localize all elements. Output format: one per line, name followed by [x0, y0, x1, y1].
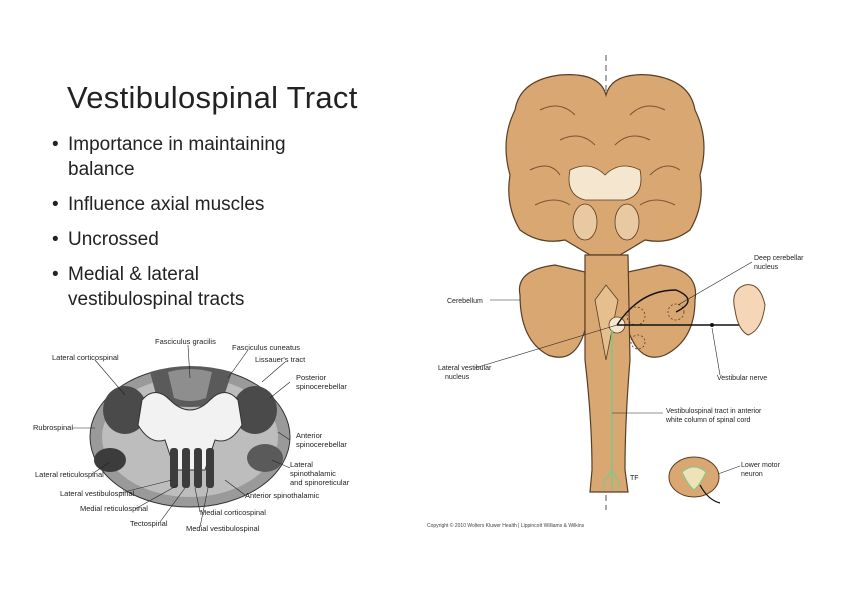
bullet-line: Medial & lateral [68, 264, 199, 285]
label-medial-corticospinal: Medial corticospinal [200, 508, 266, 517]
bullet-line: Importance in maintaining [68, 134, 286, 155]
thalamus-left [572, 203, 598, 241]
lateral-reticulospinal [94, 448, 126, 472]
medial-tract-left [170, 448, 178, 488]
label-rubrospinal: Rubrospinal [33, 423, 73, 432]
fasciculus-gracilis-region [168, 369, 212, 401]
lateral-corticospinal-left [103, 386, 147, 434]
medial-tract-right [194, 448, 202, 488]
label-anterior-spinocerebellar-2: spinocerebellar [296, 440, 347, 449]
copyright-text: Copyright © 2010 Wolters Kluwer Health |… [427, 522, 585, 529]
tract-terminal [602, 469, 620, 491]
label-medial-reticulospinal: Medial reticulospinal [80, 504, 148, 513]
label-lateral-corticospinal: Lateral corticospinal [52, 353, 119, 362]
lateral-corticospinal-right [233, 386, 277, 434]
cerebrum [505, 74, 705, 256]
brain-leader-lines [474, 261, 753, 475]
brainstem-and-cord [584, 254, 631, 493]
label-posterior-spinocerebellar: Posterior [296, 373, 327, 382]
label-lateral-spinothalamic-3: and spinoreticular [290, 478, 350, 487]
gray-matter [137, 392, 243, 471]
label-deep-cerebellar: Deep cerebellar [754, 255, 804, 262]
bullet-item: • Importance in maintaining balance [48, 132, 378, 182]
bullet-dot-icon: • [52, 229, 59, 250]
medial-tract-center [182, 448, 190, 488]
deep-cerebellar-nucleus-marker [667, 303, 685, 321]
bullet-dot-icon: • [52, 134, 59, 155]
nerve-node [710, 323, 714, 327]
label-fasciculus-gracilis: Fasciculus gracilis [155, 337, 216, 346]
label-medial-vestibulospinal: Medial vestibulospinal [186, 524, 260, 533]
ventricles [568, 165, 642, 201]
label-lower-motor: Lower motor [741, 462, 781, 469]
label-lower-motor-2: neuron [741, 471, 763, 478]
label-tf: TF [630, 475, 639, 482]
label-lateral-vestibulospinal: Lateral vestibulospinal [60, 489, 135, 498]
fourth-ventricle [594, 284, 619, 361]
bullet-line: vestibulospinal tracts [68, 289, 245, 310]
bullet-line: balance [68, 159, 135, 180]
bullet-item: • Influence axial muscles [48, 192, 378, 217]
label-fasciculus-cuneatus: Fasciculus cuneatus [232, 343, 300, 352]
spinothalamic-region [247, 444, 283, 472]
cerebellar-loop [616, 289, 689, 326]
label-tract-2: white column of spinal cord [665, 417, 751, 424]
label-tract: Vestibulospinal tract in anterior [666, 408, 762, 415]
bullet-list: • Importance in maintaining balance • Influ… [48, 132, 378, 322]
label-anterior-spinocerebellar: Anterior [296, 431, 323, 440]
medial-tract-far-right [206, 448, 214, 488]
label-anterior-spinothalamic: Anterior spinothalamic [245, 491, 319, 500]
label-lateral-vestibular-2: nucleus [445, 374, 470, 381]
label-lateral-spinothalamic-2: spinothalamic [290, 469, 336, 478]
bullet-line: Influence axial muscles [68, 194, 265, 215]
label-cerebellum: Cerebellum [447, 298, 483, 305]
cerebral-gyri [529, 105, 681, 206]
label-vestibular-nerve: Vestibular nerve [717, 375, 767, 382]
bullet-item: • Medial & lateral vestibulospinal tracts [48, 262, 378, 312]
bullet-item: • Uncrossed [48, 227, 378, 252]
nucleus-outline-1 [626, 306, 646, 326]
ear-icon [733, 284, 766, 336]
cord-leader-lines [72, 344, 291, 528]
cerebellum-right [627, 264, 697, 358]
cerebellum-left [518, 264, 586, 358]
bullet-dot-icon: • [52, 264, 59, 285]
label-lateral-vestibular: Lateral vestibular [438, 365, 492, 372]
spinal-section-gray-matter [681, 466, 707, 491]
nucleus-outline-2 [630, 334, 646, 350]
thalamus-right [614, 203, 640, 241]
label-posterior-spinocerebellar-2: spinocerebellar [296, 382, 347, 391]
label-deep-cerebellar-2: nucleus [754, 264, 779, 271]
label-tectospinal: Tectospinal [130, 519, 168, 528]
bullet-line: Uncrossed [68, 229, 159, 250]
label-lissauers-tract: Lissauer's tract [255, 355, 306, 364]
bullet-dot-icon: • [52, 194, 59, 215]
label-lateral-reticulospinal: Lateral reticulospinal [35, 470, 104, 479]
slide-title: Vestibulospinal Tract [67, 80, 358, 115]
cord-section [89, 366, 291, 508]
label-lateral-spinothalamic: Lateral [290, 460, 313, 469]
lower-motor-neuron-axon [699, 484, 721, 504]
